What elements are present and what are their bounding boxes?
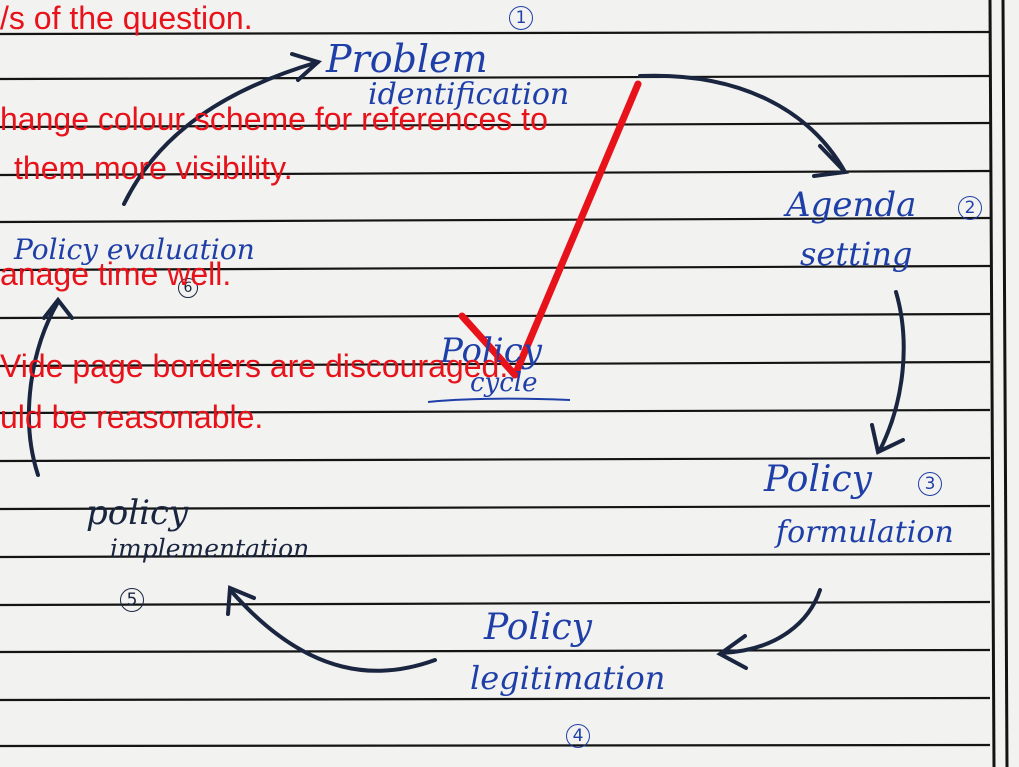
step-2-line2: setting bbox=[800, 235, 913, 273]
step-1-line1: Problem bbox=[326, 37, 488, 81]
red-checkmark bbox=[458, 80, 642, 379]
arrow-2-to-3 bbox=[878, 290, 906, 452]
feedback-line-3: them more visibility. bbox=[14, 150, 293, 186]
step-4-line2: legitimation bbox=[470, 659, 666, 697]
arrow-3-to-4 bbox=[720, 588, 822, 655]
arrow-5-to-6 bbox=[26, 300, 60, 477]
step-3-line1: Policy bbox=[764, 459, 872, 500]
feedback-line-2: hange colour scheme for references to bbox=[0, 101, 548, 137]
feedback-line-4: anage time well. bbox=[0, 256, 232, 292]
arrow-6-to-1 bbox=[122, 60, 320, 206]
center-label-top: Policy bbox=[440, 331, 542, 371]
margin-line bbox=[988, 0, 1009, 767]
ruled-lines bbox=[0, 30, 991, 748]
step-6-number: 6 bbox=[178, 278, 198, 298]
step-4-number: 4 bbox=[566, 724, 590, 748]
step-3-number: 3 bbox=[918, 472, 942, 496]
step-5-line2: implementation bbox=[110, 534, 310, 563]
arrow-4-to-5 bbox=[230, 590, 437, 673]
arrow-1-to-2 bbox=[638, 73, 847, 174]
step-6-label: Policy evaluation bbox=[14, 233, 255, 266]
step-5-line1: policy bbox=[86, 493, 189, 533]
feedback-line-6: uld be reasonable. bbox=[0, 399, 264, 435]
step-3-line2: formulation bbox=[776, 515, 954, 550]
step-4-line1: Policy bbox=[484, 607, 592, 648]
step-2-line1: Agenda bbox=[786, 185, 917, 225]
step-5-number: 5 bbox=[120, 588, 144, 612]
step-1-line2: identification bbox=[368, 77, 570, 112]
step-1-number: 1 bbox=[509, 6, 533, 30]
center-underline bbox=[427, 397, 571, 403]
feedback-line-1: /s of the question. bbox=[0, 0, 253, 36]
center-label-bottom: cycle bbox=[470, 368, 538, 398]
step-2-number: 2 bbox=[958, 196, 982, 220]
feedback-line-5: Vide page borders are discouraged. bbox=[0, 348, 509, 384]
cycle-arrows bbox=[26, 52, 906, 673]
